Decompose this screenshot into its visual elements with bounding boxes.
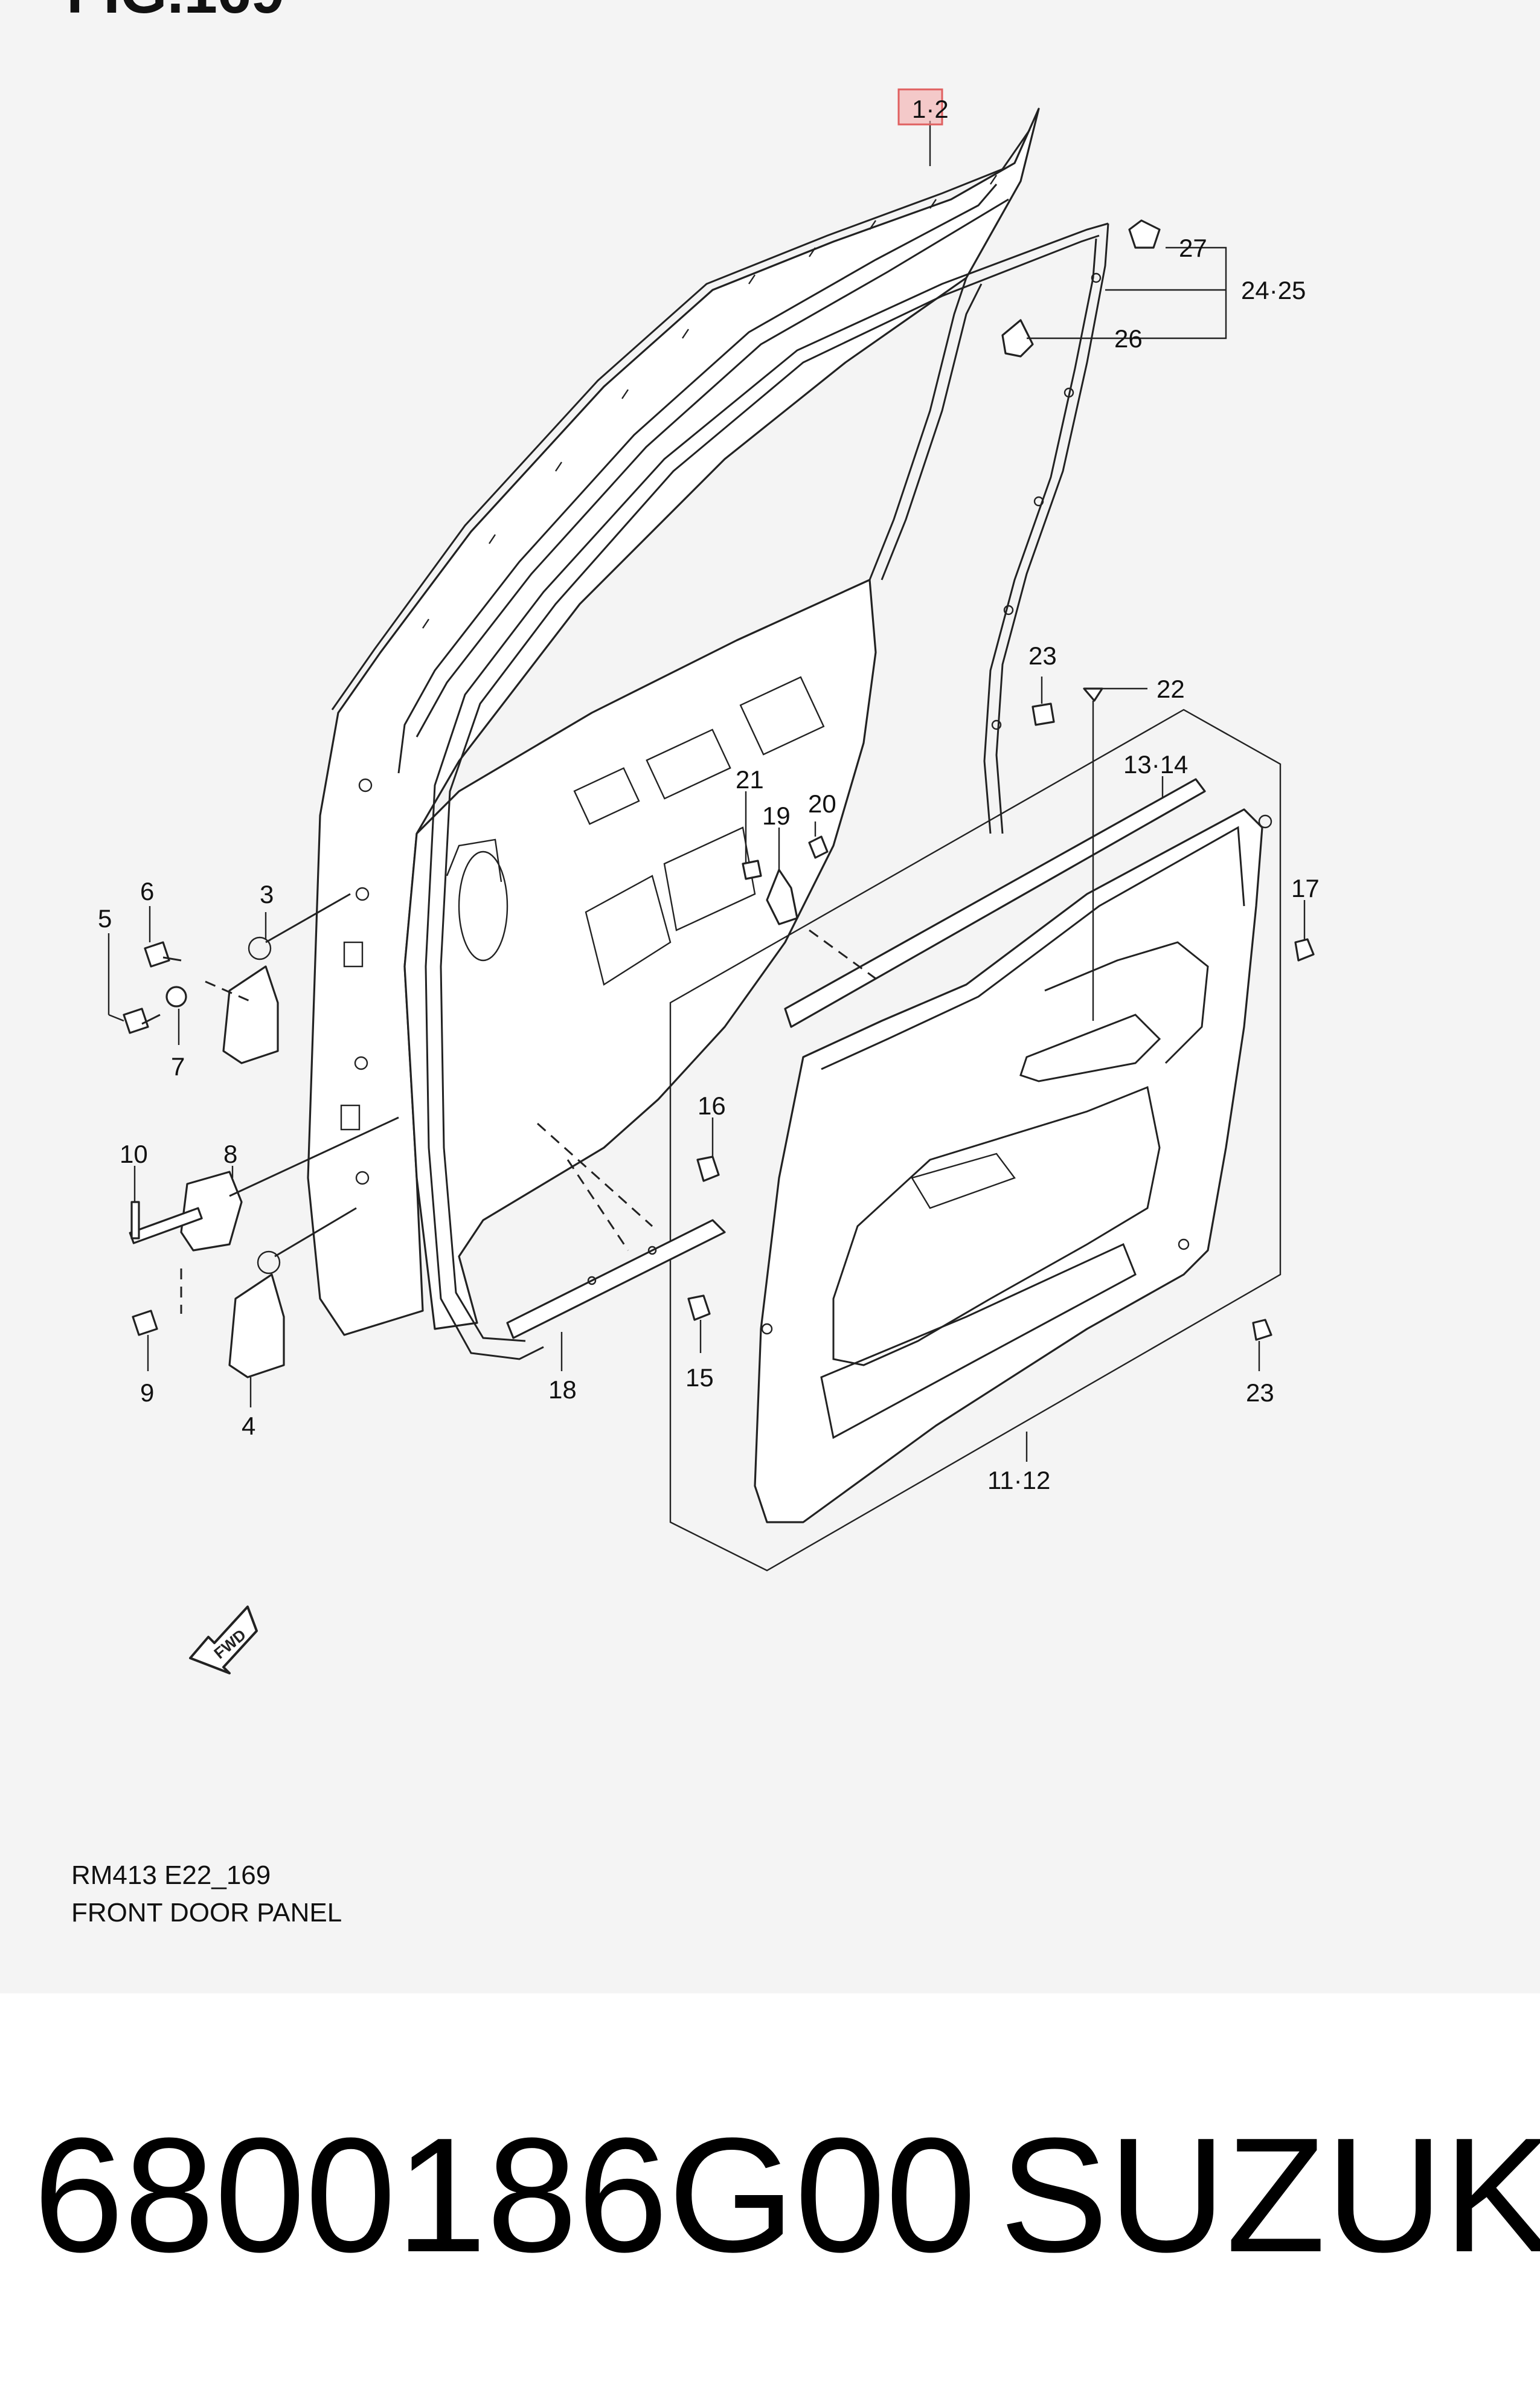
callout-22: 22 bbox=[1157, 675, 1185, 703]
callout-27: 27 bbox=[1179, 234, 1207, 262]
callout-18: 18 bbox=[548, 1375, 577, 1404]
callout-6: 6 bbox=[140, 877, 154, 905]
callout-9: 9 bbox=[140, 1378, 154, 1407]
door-shell bbox=[307, 108, 1040, 1336]
callout-21: 21 bbox=[736, 765, 764, 794]
lower-strip bbox=[506, 1219, 726, 1339]
clips bbox=[687, 219, 1315, 1341]
upper-hinge bbox=[165, 893, 351, 1064]
door-check-link bbox=[129, 1116, 399, 1252]
part-highlight-box bbox=[897, 88, 943, 126]
callout-labels: 1·2 27 24·25 26 23 22 13·14 17 21 19 20 … bbox=[98, 95, 1320, 1494]
brand-name: SUZUKI bbox=[999, 2104, 1540, 2286]
callout-17: 17 bbox=[1291, 874, 1320, 902]
callout-3: 3 bbox=[260, 880, 274, 908]
lower-hinge bbox=[228, 1207, 357, 1378]
callout-15: 15 bbox=[685, 1363, 714, 1392]
callout-5: 5 bbox=[98, 904, 112, 933]
weatherstrip bbox=[425, 222, 1109, 1360]
callout-20: 20 bbox=[808, 789, 836, 818]
leader-lines bbox=[107, 121, 1306, 1462]
diagram-name: FRONT DOOR PANEL bbox=[71, 1898, 342, 1927]
bottom-bar bbox=[0, 1993, 1540, 2392]
parts-diagram: 1·2 27 24·25 26 23 22 13·14 17 21 19 20 … bbox=[98, 88, 1320, 1674]
diagram-area: FIG.169 bbox=[0, 0, 1540, 1993]
callout-19: 19 bbox=[762, 802, 791, 830]
callout-10: 10 bbox=[120, 1140, 148, 1168]
callout-23-bottom: 23 bbox=[1246, 1378, 1274, 1407]
diagram-code: RM413 E22_169 bbox=[71, 1860, 271, 1890]
callout-8: 8 bbox=[223, 1140, 237, 1168]
trim-panel-box bbox=[669, 709, 1282, 1572]
belt-moulding bbox=[784, 778, 1206, 1028]
callout-7: 7 bbox=[171, 1052, 185, 1081]
callout-1-2: 1·2 bbox=[912, 95, 949, 123]
callout-24-25: 24·25 bbox=[1241, 276, 1306, 304]
callout-11-12: 11·12 bbox=[987, 1466, 1050, 1494]
callout-16: 16 bbox=[698, 1092, 726, 1120]
callout-4: 4 bbox=[242, 1412, 255, 1440]
callout-23-top: 23 bbox=[1028, 641, 1057, 670]
callout-13-14: 13·14 bbox=[1123, 750, 1188, 779]
figure-title: FIG.169 bbox=[66, 0, 284, 27]
part-number: 6800186G00 bbox=[33, 2104, 977, 2286]
fwd-arrow: FWD bbox=[189, 1606, 258, 1674]
bolts bbox=[123, 941, 182, 1336]
callout-26: 26 bbox=[1114, 324, 1143, 353]
